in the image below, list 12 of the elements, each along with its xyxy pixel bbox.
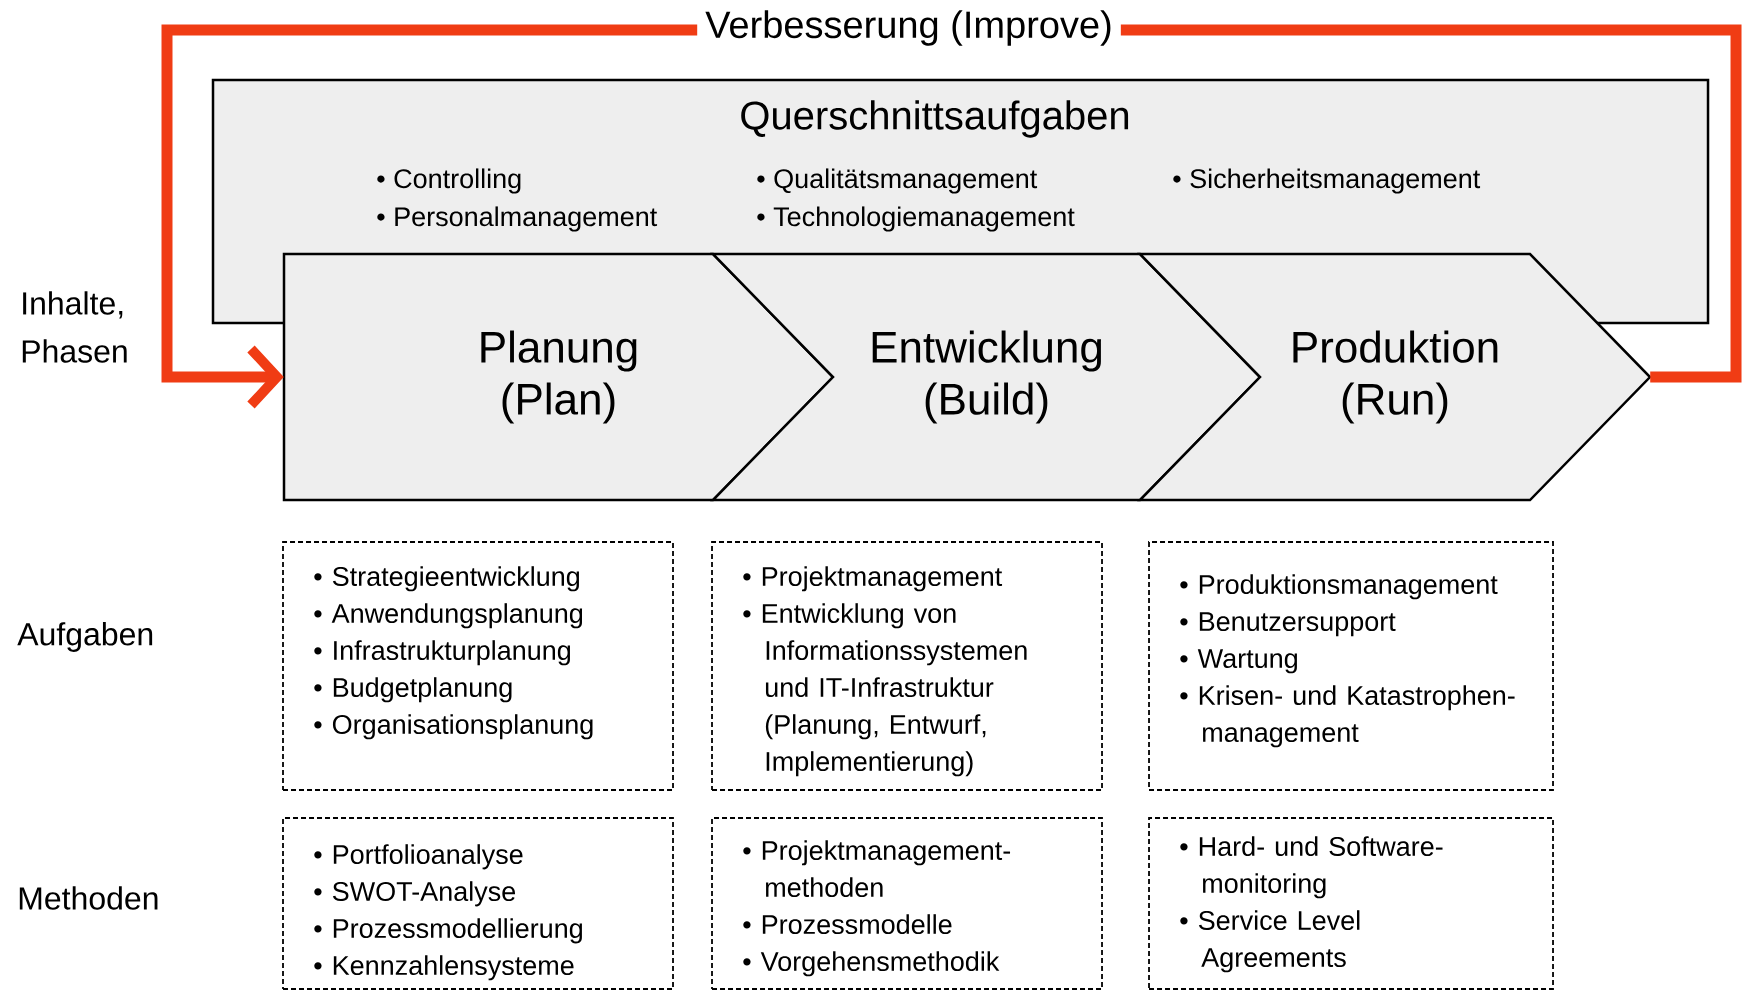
task-box: • Projektmanagement • Entwicklung von Informationssystemen und IT-Infrastruktur (Planung, Entwurf, Implementierung) xyxy=(711,541,1103,791)
task-box: • Strategieentwicklung • Anwendungsplanung • Infrastrukturplanung • Budgetplanung • Organisationsplanung xyxy=(282,541,674,791)
row-label: Aufgaben xyxy=(17,622,153,652)
phase-box: Produktion (Run) xyxy=(1137,252,1652,502)
method-box: • Projektmanagement-methoden • Prozessmodelle • Vorgehensmethodik xyxy=(711,817,1103,990)
task-box: • Produktionsmanagement • Benutzersupport • Wartung • Krisen- und Katastrophen-management xyxy=(1148,541,1554,791)
phase-box: Entwicklung (Build) xyxy=(710,252,1262,502)
edge-label: Verbesserung (Improve) xyxy=(705,10,1111,46)
method-box: • Hard- und Software-monitoring • Service Level Agreements xyxy=(1148,817,1554,990)
method-box: • Portfolioanalyse • SWOT-Analyse • Prozessmodellierung • Kennzahlensysteme xyxy=(282,817,674,990)
row-label: Inhalte, Phasen xyxy=(22,291,127,363)
row-label: Methoden xyxy=(19,886,158,910)
